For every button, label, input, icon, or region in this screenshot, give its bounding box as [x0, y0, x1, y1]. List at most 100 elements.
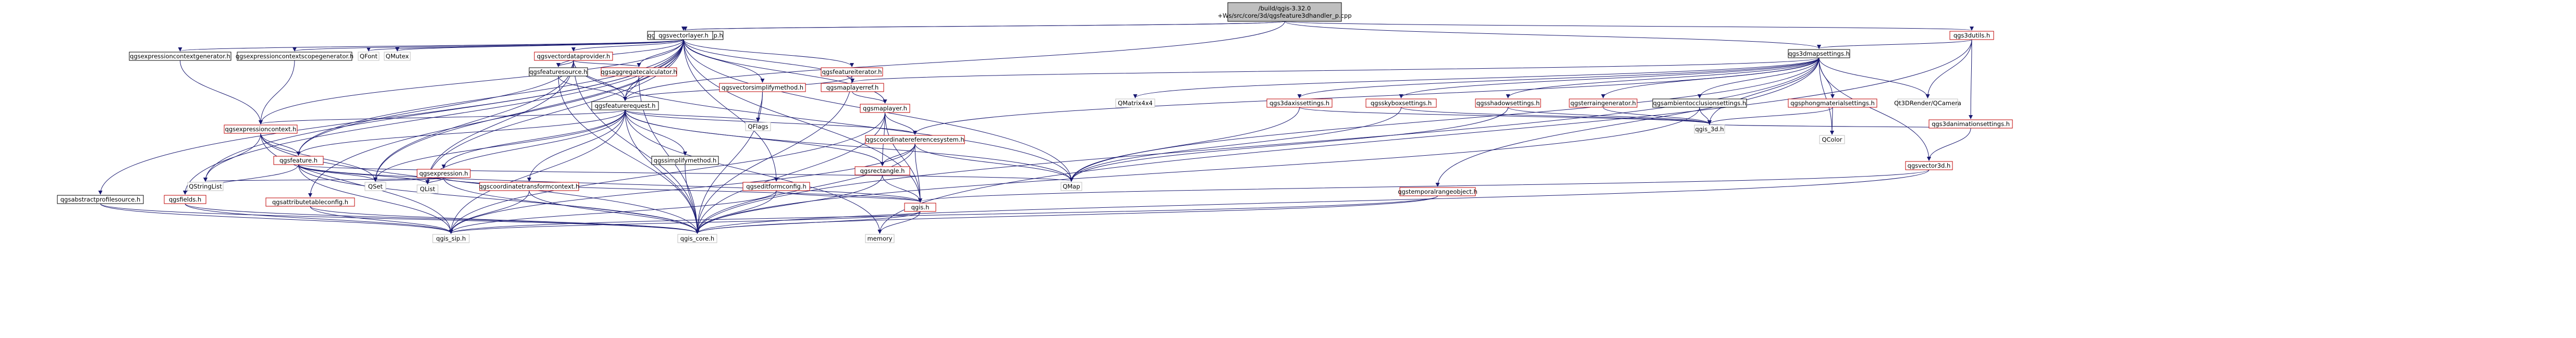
node-flds[interactable]: qgsfields.h: [164, 195, 206, 204]
node-u3[interactable]: qgs3dutils.h: [1949, 31, 1994, 40]
dependency-edge: [260, 133, 301, 156]
dependency-edge: [1707, 107, 1833, 124]
dependency-edge: [298, 164, 453, 234]
dependency-edge: [1508, 107, 1712, 124]
node-box: [1266, 98, 1333, 108]
dependency-edge: [259, 60, 295, 124]
graph-edges: [98, 21, 1973, 234]
node-ecsg[interactable]: qgsexpressioncontextscopegenerator.h: [236, 52, 353, 61]
dependency-edge: [573, 60, 641, 67]
node-tg[interactable]: qgsterraingenerator.h: [1569, 98, 1638, 108]
node-aoc[interactable]: qgsambientocclusionsettings.h: [1652, 98, 1747, 108]
node-vl[interactable]: qgsvectorlayer.h: [654, 31, 713, 40]
dependency-edge: [310, 206, 700, 234]
node-box: [719, 83, 806, 92]
node-box: [677, 234, 717, 243]
dependency-edge: [449, 190, 777, 234]
dependency-edge: [556, 60, 574, 67]
node-box: [1115, 98, 1155, 108]
node-fi[interactable]: qgsfeatureiterator.h: [821, 67, 883, 77]
node-box: [1905, 161, 1953, 170]
node-label: qgsexpressioncontext.h: [225, 126, 297, 133]
node-fr[interactable]: qgsfeaturerequest.h: [591, 101, 659, 110]
node-box: [865, 135, 965, 144]
node-label: qgsvector3d.h: [1908, 162, 1951, 169]
node-label: QMap: [1063, 183, 1080, 190]
node-shs[interactable]: qgsshadowsettings.h: [1475, 98, 1541, 108]
dependency-edge: [683, 39, 778, 182]
node-label: QMatrix4x4: [1118, 99, 1153, 107]
node-qfont: QFont: [358, 52, 380, 61]
node-feat[interactable]: qgsfeature.h: [273, 156, 324, 165]
node-efc[interactable]: qgseditformconfig.h: [742, 182, 810, 191]
dependency-edge: [913, 57, 1820, 135]
dependency-edge: [683, 21, 1285, 31]
dependency-edge: [1969, 39, 1973, 119]
node-label: Qt3DRender/QCamera: [1894, 99, 1961, 107]
dependency-edge: [259, 39, 684, 124]
node-smp[interactable]: qgssimplifymethod.h: [651, 156, 719, 165]
node-label: qgsphongmaterialsettings.h: [1790, 99, 1875, 107]
node-expr[interactable]: qgsexpression.h: [417, 169, 471, 178]
dependency-edge: [695, 76, 852, 234]
node-root[interactable]: /build/qgis-3.32.0+Ws/src/core/3d/qgsfea…: [1217, 2, 1352, 22]
node-crs[interactable]: qgscoordinatereferencesystem.h: [865, 135, 965, 144]
dependency-edge: [298, 164, 430, 184]
node-ecg[interactable]: qgsexpressioncontextgenerator.h: [129, 52, 231, 61]
node-box: [57, 195, 144, 204]
node-box: [821, 83, 884, 92]
node-as3[interactable]: qgs3danimationsettings.h: [1928, 119, 2013, 129]
node-vsm[interactable]: qgsvectorsimplifymethod.h: [719, 83, 806, 92]
dependency-edge: [425, 39, 684, 184]
node-v3d[interactable]: qgsvector3d.h: [1905, 161, 1953, 170]
dependency-edge: [260, 133, 700, 234]
dependency-edge: [625, 109, 700, 234]
node-fs[interactable]: qgsfeaturesource.h: [529, 67, 588, 77]
graph-nodes: /build/qgis-3.32.0+Ws/src/core/3d/qgsfea…: [57, 2, 2013, 243]
dependency-edge: [695, 169, 1930, 234]
node-sbs[interactable]: qgsskyboxsettings.h: [1365, 98, 1437, 108]
node-qgsh[interactable]: qgis.h: [904, 203, 936, 212]
node-tro[interactable]: qgstemporalrangeobject.h: [1398, 187, 1478, 196]
node-ctc[interactable]: qgscoordinatetransformcontext.h: [479, 182, 580, 191]
dependency-edge: [373, 60, 574, 182]
node-label: qgsrectangle.h: [860, 167, 905, 174]
dependency-edge: [449, 109, 626, 234]
dependency-edge: [877, 39, 1972, 234]
node-label: qgs3danimationsettings.h: [1932, 120, 2010, 128]
dependency-edge: [296, 39, 684, 156]
node-ms[interactable]: qgs3dmapsettings.h: [1788, 49, 1850, 58]
dependency-edge: [185, 203, 453, 234]
node-label: +Ws/src/core/3d/qgsfeature3dhandler_p.cp…: [1217, 12, 1351, 19]
node-label: QFont: [360, 53, 378, 60]
dependency-edge: [298, 164, 700, 234]
node-box: [417, 169, 471, 178]
node-axs[interactable]: qgs3daxissettings.h: [1266, 98, 1333, 108]
node-vdp[interactable]: qgsvectordataprovider.h: [534, 52, 613, 61]
node-label: qgsexpression.h: [419, 170, 468, 177]
node-box: [358, 52, 380, 61]
dependency-edge: [395, 39, 684, 52]
node-qss: QStringList: [187, 182, 224, 191]
node-rect[interactable]: qgsrectangle.h: [854, 166, 910, 176]
dependency-edge: [259, 109, 626, 124]
node-box: [1365, 98, 1437, 108]
dependency-edge: [442, 109, 626, 169]
node-apr[interactable]: qgsabstractprofilesource.h: [57, 195, 144, 204]
node-label: qgsvectordataprovider.h: [537, 53, 611, 60]
node-mlr[interactable]: qgsmaplayerref.h: [821, 83, 884, 92]
node-label: qgs3daxissettings.h: [1269, 99, 1329, 107]
node-ml[interactable]: qgsmaplayer.h: [860, 104, 910, 113]
node-pms[interactable]: qgsphongmaterialsettings.h: [1788, 98, 1877, 108]
node-ec[interactable]: qgsexpressioncontext.h: [224, 124, 298, 134]
node-box: [534, 52, 613, 61]
node-box: [224, 124, 298, 134]
dependency-edge: [443, 177, 922, 203]
dependency-edge: [918, 169, 1930, 203]
dependency-edge: [1927, 128, 1971, 161]
dependency-edge: [882, 174, 922, 203]
node-agg[interactable]: qgsaggregatecalculator.h: [601, 67, 677, 77]
dependency-edge: [685, 164, 700, 234]
node-atc[interactable]: qgsattributetableconfig.h: [265, 197, 355, 207]
